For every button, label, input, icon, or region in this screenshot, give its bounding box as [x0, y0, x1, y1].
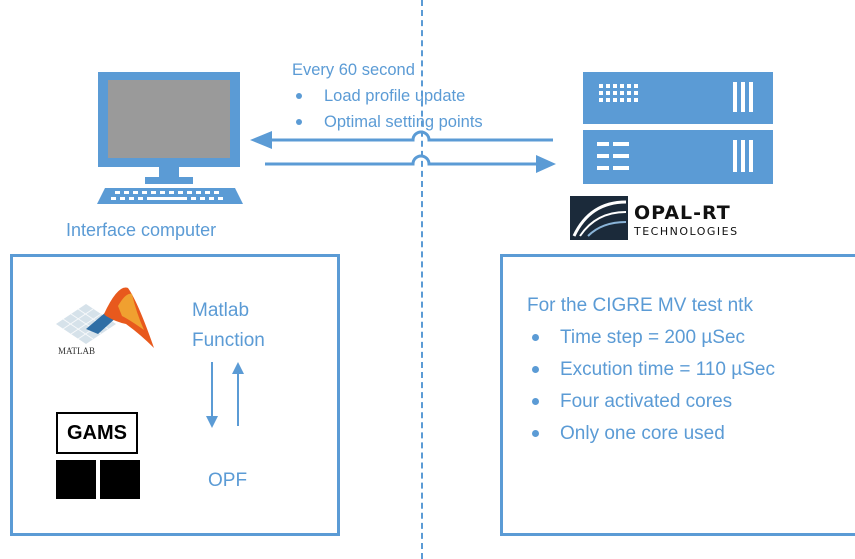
arrow-down-icon: [206, 416, 218, 428]
matlab-logo-text: MATLAB: [58, 346, 96, 356]
opf-label: OPF: [208, 470, 248, 491]
gams-logo: GAMS: [56, 412, 138, 454]
function-label-line: Function: [192, 330, 265, 351]
gams-logo-block-right: [100, 460, 140, 499]
list-item: Time step = 200 µSec: [527, 322, 775, 354]
arrow-to-server-line: [265, 154, 540, 166]
gams-logo-block-left: [56, 460, 96, 499]
cigre-panel: [500, 254, 855, 536]
update-info: Every 60 second Load profile update Opti…: [292, 57, 483, 135]
update-interval-text: Every 60 second: [292, 61, 415, 79]
arrow-head-left: [250, 131, 272, 149]
matlab-logo: [56, 287, 154, 348]
computer-icon: [97, 72, 243, 204]
dashed-divider: [421, 0, 423, 559]
server-icon: [583, 72, 773, 184]
list-item: Excution time = 110 µSec: [527, 354, 775, 386]
matlab-label-line: Matlab: [192, 300, 250, 321]
update-list: Load profile update Optimal setting poin…: [292, 83, 483, 135]
list-item: Optimal setting points: [292, 109, 483, 135]
server-vent-grid: [599, 84, 638, 102]
cigre-list: Time step = 200 µSec Excution time = 110…: [527, 322, 775, 450]
cigre-info: For the CIGRE MV test ntk Time step = 20…: [527, 290, 775, 450]
list-item: Load profile update: [292, 83, 483, 109]
list-item: Only one core used: [527, 418, 775, 450]
opal-rt-logo: [570, 196, 628, 240]
interface-panel: [10, 254, 340, 536]
list-item: Four activated cores: [527, 386, 775, 418]
arrow-up-icon: [232, 362, 244, 374]
cigre-heading: For the CIGRE MV test ntk: [527, 295, 753, 316]
matlab-function-label: Matlab Function: [192, 296, 265, 356]
arrow-to-computer-line: [270, 130, 553, 142]
opal-rt-tagline: TECHNOLOGIES: [634, 225, 739, 238]
keyboard-icon: [97, 188, 243, 204]
opal-rt-name: OPAL-RT: [634, 202, 731, 224]
matlab-opf-arrows: [206, 362, 244, 428]
interface-computer-label: Interface computer: [66, 220, 217, 240]
arrow-head-right: [536, 155, 556, 173]
